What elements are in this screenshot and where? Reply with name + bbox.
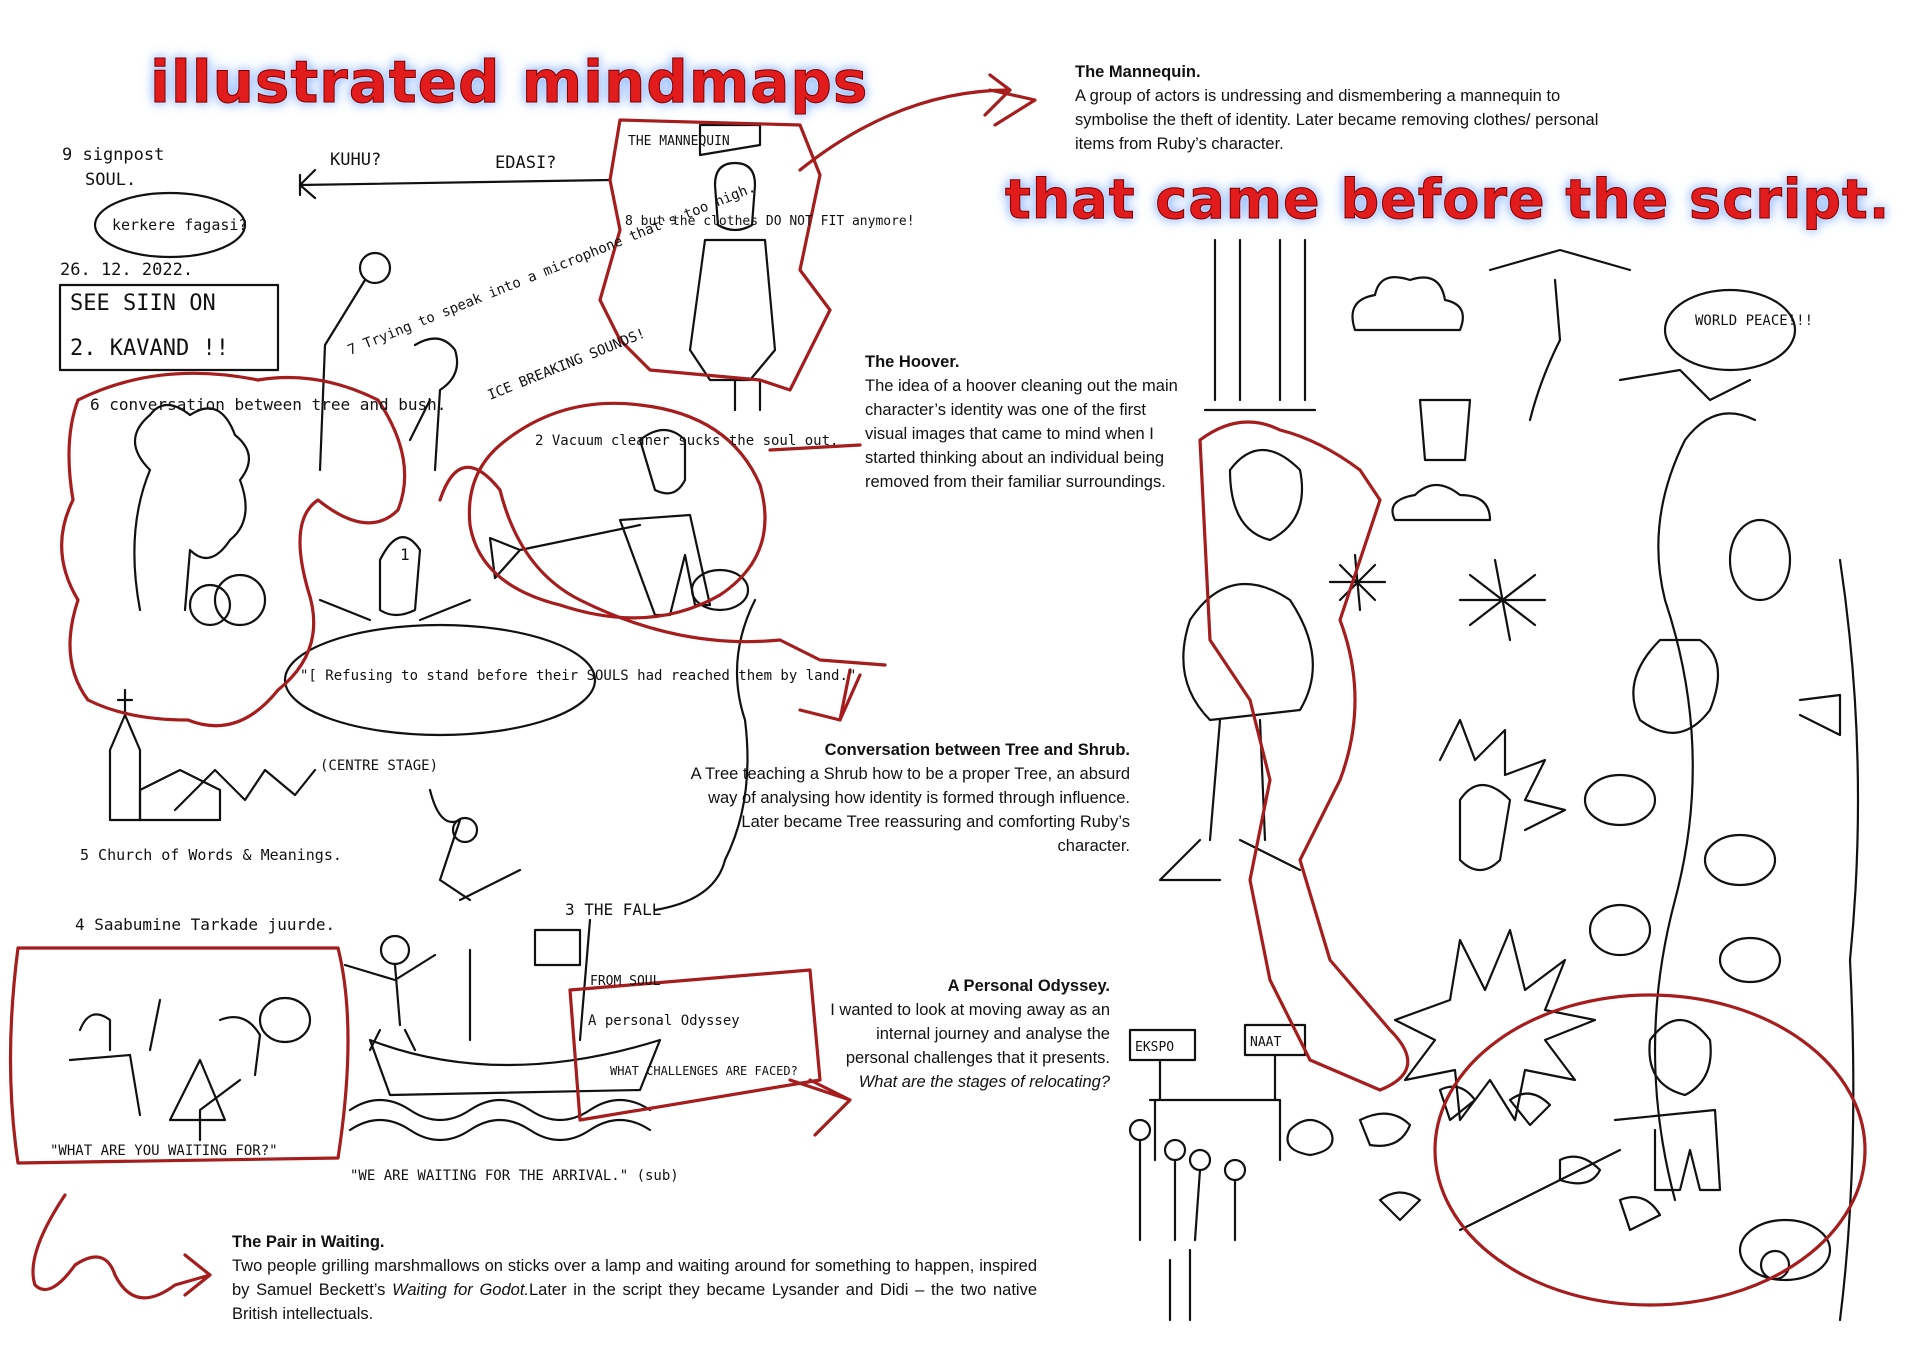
label-edasi: EDASI? bbox=[495, 153, 556, 173]
sketch-speech-bubble bbox=[283, 623, 597, 737]
caption-tree: Conversation between Tree and Shrub. A T… bbox=[690, 738, 1130, 858]
sketch-tree bbox=[133, 403, 250, 612]
label-church: 5 Church of Words & Meanings. bbox=[80, 846, 342, 864]
label-kuhu: KUHU? bbox=[330, 150, 381, 170]
label-one: 1 bbox=[400, 545, 410, 564]
sketch-boat bbox=[368, 918, 662, 1097]
sketch-vacuum bbox=[488, 428, 712, 617]
label-centre-stage: (CENTRE STAGE) bbox=[320, 758, 438, 774]
label-ekspo: EKSPO bbox=[1135, 1040, 1174, 1055]
sketch-thought-bubble bbox=[93, 191, 247, 259]
caption-pair-godot: Waiting for Godot. bbox=[392, 1281, 529, 1299]
label-waiting-for: "WHAT ARE YOU WAITING FOR?" bbox=[50, 1143, 278, 1159]
caption-odyssey-head: A Personal Odyssey. bbox=[947, 977, 1110, 995]
sketch-beanstalk bbox=[1653, 412, 1757, 1202]
label-signpost: 9 signpost bbox=[62, 145, 164, 165]
sketch-speech-world-peace bbox=[1663, 288, 1797, 372]
label-but-the: 8 but the clothes DO NOT FIT anymore! bbox=[625, 214, 915, 229]
caption-pair-head: The Pair in Waiting. bbox=[232, 1233, 385, 1251]
sketch-church bbox=[108, 688, 142, 822]
label-see-siin: SEE SIIN ON bbox=[70, 291, 216, 316]
subtitle: that came before the script. bbox=[1004, 168, 1891, 232]
main-title: illustrated mindmaps bbox=[149, 48, 869, 117]
label-conversation: 6 conversation between tree and bush. bbox=[90, 395, 446, 414]
arrow-to-tree-caption bbox=[438, 465, 887, 667]
sketch-star bbox=[1458, 558, 1547, 642]
outline-right-figure[interactable] bbox=[1198, 420, 1410, 1092]
sketch-vacuum-person bbox=[1458, 1018, 1722, 1232]
label-from-soul: FROM SOUL bbox=[590, 974, 661, 989]
label-the-fall: 3 THE FALL bbox=[565, 900, 661, 919]
caption-odyssey-question: What are the stages of relocating? bbox=[858, 1073, 1110, 1091]
sketch-arrow-kuhu bbox=[298, 168, 612, 200]
label-soul: SOUL. bbox=[85, 170, 136, 190]
sketch-burst-figure bbox=[1438, 718, 1567, 872]
caption-odyssey-body: I wanted to look at moving away as an in… bbox=[830, 1001, 1110, 1067]
outline-vacuum-person[interactable] bbox=[1433, 993, 1867, 1307]
label-kerkere: kerkere fagasi? bbox=[112, 216, 247, 234]
sketch-pair bbox=[68, 998, 262, 1142]
label-naat: NAAT bbox=[1250, 1035, 1281, 1050]
label-saabumine: 4 Saabumine Tarkade juurde. bbox=[75, 915, 335, 934]
outline-tree-conversation[interactable] bbox=[60, 371, 407, 728]
caption-hoover-body: The idea of a hoover cleaning out the ma… bbox=[865, 377, 1178, 491]
outline-mannequin[interactable] bbox=[598, 118, 832, 392]
label-vacuum: 2 Vacuum cleaner sucks the soul out. bbox=[535, 433, 838, 449]
outline-odyssey[interactable] bbox=[568, 968, 822, 1122]
label-ice: ICE BREAKING SOUNDS! bbox=[486, 326, 648, 404]
label-odyssey-box: A personal Odyssey bbox=[588, 1013, 740, 1029]
caption-pair-tail: Later in the script they became Lysander… bbox=[232, 1281, 1038, 1323]
caption-hoover: The Hoover. The idea of a hoover cleanin… bbox=[865, 350, 1185, 494]
connector-hoover bbox=[768, 443, 862, 452]
caption-pair-body: Two people grilling marshmallows on stic… bbox=[232, 1257, 1037, 1299]
label-microphone: 7 Trying to speak into a microphone that… bbox=[346, 180, 758, 359]
arrow-to-odyssey-caption bbox=[788, 1078, 852, 1137]
caption-tree-head: Conversation between Tree and Shrub. bbox=[824, 741, 1130, 759]
label-world-peace: WORLD PEACE!!! bbox=[1695, 313, 1813, 329]
sketch-rocks bbox=[1286, 1085, 1662, 1232]
caption-mannequin-body: A group of actors is undressing and dism… bbox=[1075, 87, 1599, 153]
label-date: 26. 12. 2022. bbox=[60, 260, 193, 280]
caption-hoover-head: The Hoover. bbox=[865, 353, 960, 371]
caption-pair: The Pair in Waiting. Two people grilling… bbox=[232, 1230, 1037, 1326]
label-challenges: WHAT CHALLENGES ARE FACED? bbox=[610, 1064, 798, 1078]
label-waiting-arrival: "WE ARE WAITING FOR THE ARRIVAL." (sub) bbox=[350, 1168, 679, 1184]
sketch-microphone bbox=[318, 278, 367, 472]
outline-hoover[interactable] bbox=[467, 401, 767, 620]
sketch-box-kavand bbox=[58, 283, 280, 372]
label-refusing: "[ Refusing to stand before their SOULS … bbox=[300, 668, 856, 684]
label-kavand: 2. KAVAND !! bbox=[70, 336, 229, 361]
caption-tree-body: A Tree teaching a Shrub how to be a prop… bbox=[690, 765, 1130, 855]
caption-mannequin-head: The Mannequin. bbox=[1075, 63, 1201, 81]
outline-pair[interactable] bbox=[8, 946, 350, 1165]
label-mannequin-head: THE MANNEQUIN bbox=[628, 134, 730, 149]
arrow-to-pair-caption bbox=[31, 1193, 212, 1300]
caption-mannequin: The Mannequin. A group of actors is undr… bbox=[1075, 60, 1635, 156]
sketch-hanging-legs bbox=[1213, 238, 1307, 402]
caption-odyssey: A Personal Odyssey. I wanted to look at … bbox=[820, 974, 1110, 1094]
arrow-to-mannequin bbox=[798, 73, 1012, 172]
